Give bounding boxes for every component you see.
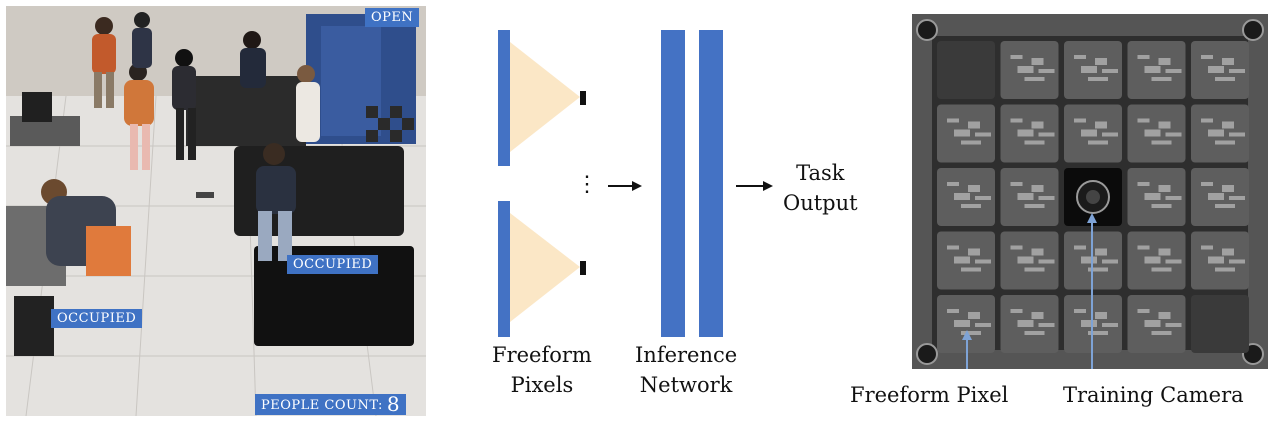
freeform-pixel-cell [1000,168,1059,226]
network-layer-1 [661,30,685,337]
task-output-line1: Task [796,161,845,185]
pipeline-diagram: ⋮ Task Output Freeform Pixels Inference … [470,0,890,418]
pixel-grid [912,14,1268,384]
scene-illustration [6,6,426,416]
occupied-badge-desk: OCCUPIED [51,309,143,328]
freeform-pixel-cell [1127,295,1186,353]
freeform-pixel-cell [1064,41,1122,99]
freeform-pixel-cell [1127,231,1186,290]
hardware-panel [912,14,1268,384]
network-layer-2 [699,30,723,337]
freeform-pixel-cell [937,104,995,163]
screw-bottom-left [916,343,938,365]
occupied-badge-couch: OCCUPIED [287,255,379,274]
pixel-output-bottom [580,261,586,275]
freeform-pixel-cell [1000,104,1059,163]
task-output-line2: Output [783,191,858,215]
freeform-pixel-pointer-head [962,330,972,340]
freeform-pixel-cell [1191,231,1249,290]
empty-grid-cell [1191,295,1249,353]
arrow-to-network-head [632,181,642,191]
freeform-pixel-cell [1064,104,1122,163]
freeform-pixel-cell [937,295,995,353]
freeform-pixel-cell [1191,104,1249,163]
inference-network-label: Inference Network [635,340,737,400]
freeform-pixel-cell [937,168,995,226]
people-count-label: PEOPLE COUNT: [261,398,383,413]
corner-screws [916,19,1264,365]
pixel-sensor-bar-bottom [498,201,510,337]
training-camera-cell [1064,168,1122,226]
pixel-fov-cone-bottom [510,213,580,322]
arrow-to-output-head [763,181,773,191]
training-camera-pointer-head [1087,213,1097,223]
pixel-sensor-bar-top [498,30,510,166]
ellipsis: ⋮ [576,172,598,197]
pixel-fov-cone-top [510,42,580,152]
freeform-pixel-cell [1127,41,1186,99]
freeform-pixel-cell [1000,231,1059,290]
people-count-value: 8 [386,392,401,416]
empty-grid-cell [937,41,995,99]
freeform-pixel-cell [1191,168,1249,226]
freeform-pixel-cell [1127,104,1186,163]
task-output-label: Task Output [783,158,858,218]
open-status-badge: OPEN [365,8,420,27]
people-count-badge: PEOPLE COUNT:8 [255,392,407,416]
freeform-pixel-label: Freeform Pixel [850,383,1009,407]
inference-network-line2: Network [639,373,733,397]
freeform-pixel-cell [1000,41,1059,99]
freeform-pixel-cell [1191,41,1249,99]
inference-network-line1: Inference [635,343,738,367]
pipeline-graphic [498,30,773,337]
training-camera-label: Training Camera [1063,383,1244,407]
freeform-pixel-cell [937,231,995,290]
scene-photo: OPEN OCCUPIED OCCUPIED PEOPLE COUNT:8 [6,6,426,416]
freeform-pixels-line1: Freeform [492,343,592,367]
freeform-pixel-cell [1000,295,1059,353]
screw-top-right [1242,19,1264,41]
freeform-pixel-cell [1127,168,1186,226]
screw-top-left [916,19,938,41]
freeform-pixels-label: Freeform Pixels [492,340,592,400]
pixel-output-top [580,91,586,105]
freeform-pixels-line2: Pixels [510,373,574,397]
